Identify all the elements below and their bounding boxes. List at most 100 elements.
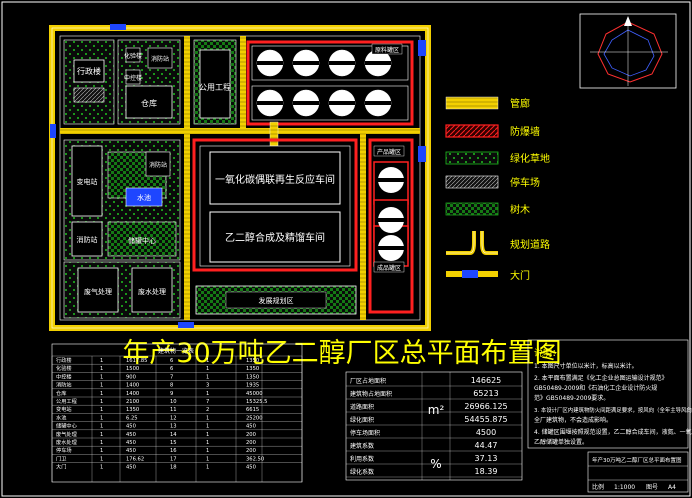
table-left-cell: 10 xyxy=(170,399,177,405)
table-left-cell: 1 xyxy=(206,374,209,380)
parking-lot xyxy=(73,87,105,103)
area-table-unit-area: m² xyxy=(428,403,445,417)
table-left-cell: 1 xyxy=(100,366,103,372)
table-left-cell: 9 xyxy=(170,391,173,397)
label-reactor1: 一氧化碳偶联再生反应车间 xyxy=(215,173,335,186)
table-left-cell: 25200 xyxy=(246,415,263,421)
table-left-cell: 450 xyxy=(126,448,136,454)
table-left-cell: 化验楼 xyxy=(56,364,72,372)
label-b3-lower: 消防站 xyxy=(77,235,98,244)
table-left-cell: 7 xyxy=(170,374,173,380)
legend-label-gate: 大门 xyxy=(510,269,530,282)
table-left-cell: 450 xyxy=(126,465,136,471)
table-left-cell: 1 xyxy=(100,440,103,446)
area-table-value: 65213 xyxy=(473,389,498,398)
table-left-cell: 1 xyxy=(206,424,209,430)
note-line: 乙醇储罐单独设置。 xyxy=(534,438,588,446)
table-left-cell: 1 xyxy=(206,366,209,372)
label-office: 行政楼 xyxy=(77,66,101,76)
drawing-title: 年产30万吨乙二醇厂区总平面布置图 xyxy=(122,338,561,369)
table-left-cell: 行政楼 xyxy=(56,356,72,364)
table-left-cell: 13 xyxy=(170,424,177,430)
label-fire: 消防站 xyxy=(149,161,167,169)
title-block-no-label: 图号 xyxy=(646,484,658,491)
utility-zone: 公用工程 xyxy=(193,39,237,125)
table-left-cell: 1 xyxy=(100,383,103,389)
table-left-cell: 6 xyxy=(170,358,173,364)
table-left-cell: 1 xyxy=(206,391,209,397)
table-left-cell: 2 xyxy=(206,407,209,413)
table-left-cell: 1 xyxy=(100,358,103,364)
area-table-label: 建筑物占地面积 xyxy=(350,390,392,398)
legend-label-parking: 停车场 xyxy=(510,176,540,189)
table-left-cell: 1 xyxy=(100,391,103,397)
gates xyxy=(50,24,426,328)
table-left-cell: 450 xyxy=(126,424,136,430)
table-left-cell: 176.62 xyxy=(126,456,144,462)
table-left-cell: 公用工程 xyxy=(56,397,77,405)
table-left-cell: 1 xyxy=(206,456,209,462)
label-expansion: 发展规划区 xyxy=(259,296,294,305)
title-block: 年产30万吨乙二醇厂区总平面布置图 比例 1:1000 图号 A4 xyxy=(587,451,689,493)
label-tank-top: 原料罐区 xyxy=(375,46,399,54)
gate-west xyxy=(50,124,56,138)
label-utility: 公用工程 xyxy=(199,83,231,92)
table-left-cell: 1 xyxy=(100,374,103,380)
table-left-cell: 362.50 xyxy=(246,456,264,462)
table-left-cell: 停车场 xyxy=(56,446,72,454)
reactor-block: 一氧化碳偶联再生反应车间 乙二醇合成及精馏车间 xyxy=(192,138,358,272)
tank-band xyxy=(378,178,404,182)
table-left-cell: 200 xyxy=(246,440,256,446)
table-left-cell: 1350 xyxy=(246,374,259,380)
site-road-network xyxy=(49,25,431,331)
table-left-cell: 16 xyxy=(170,448,177,454)
tank-band xyxy=(378,218,404,222)
legend-label-firewall: 防爆墙 xyxy=(510,125,540,138)
table-left-cell: 1 xyxy=(206,358,209,364)
tank-farm-top: 原料罐区 xyxy=(246,40,414,126)
table-left-cell: 1 xyxy=(100,424,103,430)
table-left-cell: 废水处理 xyxy=(56,438,78,446)
tank-band xyxy=(378,246,404,250)
table-left-cell: 大门 xyxy=(56,463,66,471)
table-left-cell: 6.25 xyxy=(126,415,138,421)
gate-east-top xyxy=(418,40,426,56)
legend-label-road: 规划道路 xyxy=(510,238,550,251)
label-reactor2: 乙二醇合成及精馏车间 xyxy=(225,231,325,244)
area-table-label: 绿化面积 xyxy=(350,416,374,424)
table-left-cell: 8 xyxy=(170,383,173,389)
tank-band xyxy=(365,61,391,65)
table-left-cell: 15325.5 xyxy=(246,399,267,405)
table-left-cell: 1617.85 xyxy=(126,358,147,364)
expansion-zone: 发展规划区 xyxy=(195,285,357,315)
table-left-cell: 45000 xyxy=(246,391,263,397)
compass-rose xyxy=(579,13,677,89)
table-left-cell: 6 xyxy=(170,366,173,372)
table-left-cell: 1 xyxy=(100,465,103,471)
table-left-cell: 水池 xyxy=(56,413,66,421)
table-left-cell: 450 xyxy=(126,440,136,446)
title-block-scale: 1:1000 xyxy=(614,484,635,491)
area-table-value: 26966.125 xyxy=(464,402,507,411)
label-waste-gas: 废气处理 xyxy=(84,287,112,296)
pipe-rack xyxy=(269,121,279,147)
area-table-label: 道路面积 xyxy=(350,403,374,411)
area-table-label: 厂区占地面积 xyxy=(350,377,386,385)
table-left-cell: 1 xyxy=(100,432,103,438)
area-table-value: 18.39 xyxy=(475,467,498,476)
area-table-value: 54455.875 xyxy=(464,415,507,424)
area-table-label: 绿化系数 xyxy=(350,468,374,476)
note-line: 4. 储罐区围堰按照规范设置，乙二醇合成车间，液氮、一氧化碳、 xyxy=(534,428,692,436)
table-left-cell: 2100 xyxy=(126,399,139,405)
table-left-cell: 7 xyxy=(206,399,209,405)
notes-block: 说明： 1. 本图尺寸单位以米计，标高以米计。 2. 本平面布置满足《化工企业总… xyxy=(527,339,692,449)
office-building xyxy=(73,59,105,83)
table-left-cell: 6615 xyxy=(246,407,259,413)
label-warehouse: 仓库 xyxy=(141,98,157,108)
table-left-cell: 1 xyxy=(206,448,209,454)
table-left-cell: 1 xyxy=(206,465,209,471)
area-table-value: 4500 xyxy=(476,428,496,437)
label-water: 水池 xyxy=(137,193,151,202)
